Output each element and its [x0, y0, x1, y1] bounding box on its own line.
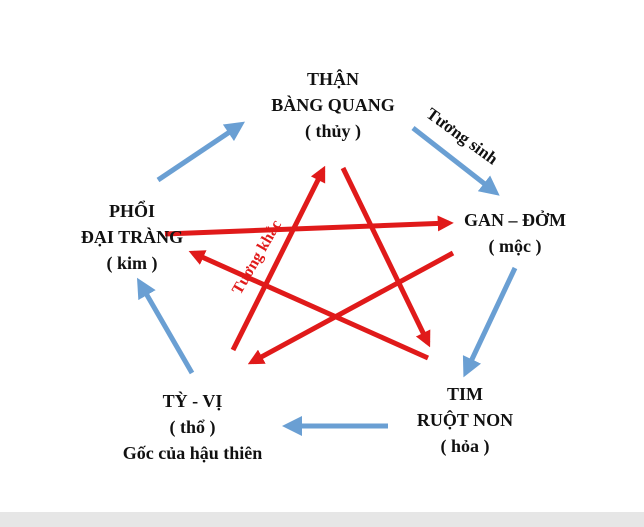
node-kim-line1: PHỔI [108, 201, 155, 221]
node-tho-line2: ( thổ ) [169, 417, 216, 437]
sinh-arrow-kim-thuy [156, 121, 245, 183]
bottom-bar [0, 512, 644, 527]
node-hoa: TIM RUỘT NON ( hỏa ) [395, 381, 535, 459]
node-thuy-line1: THẬN [306, 69, 359, 89]
node-kim-line3: ( kim ) [106, 253, 158, 273]
node-moc-line1: GAN – ĐỞM [464, 210, 566, 230]
sinh-arrow-moc-hoa [462, 266, 518, 378]
node-moc: GAN – ĐỞM ( mộc ) [450, 207, 580, 259]
node-thuy-line2: BÀNG QUANG [271, 95, 395, 115]
node-hoa-line3: ( hỏa ) [440, 436, 490, 456]
khac-arrow-kim-moc [164, 215, 454, 237]
node-tho-line1: TỲ - VỊ [162, 391, 223, 411]
node-kim-line2: ĐẠI TRÀNG [80, 227, 184, 247]
khac-arrow-thuy-hoa [340, 166, 431, 348]
khac-arrow-moc-tho [247, 250, 455, 365]
node-thuy: THẬN BÀNG QUANG ( thủy ) [253, 66, 413, 144]
node-hoa-line2: RUỘT NON [416, 410, 514, 430]
khac-arrow-hoa-kim [188, 250, 430, 361]
sinh-arrow-thuy-moc [411, 126, 500, 196]
node-tho-line3: Gốc của hậu thiên [122, 443, 263, 463]
node-thuy-line3: ( thủy ) [304, 121, 361, 141]
node-hoa-line1: TIM [447, 384, 483, 404]
node-moc-line2: ( mộc ) [488, 236, 542, 256]
node-kim: PHỔI ĐẠI TRÀNG ( kim ) [62, 198, 202, 276]
sinh-arrow-tho-kim [136, 277, 195, 375]
node-tho: TỲ - VỊ ( thổ ) Gốc của hậu thiên [100, 388, 285, 466]
khac-arrow-tho-thuy [230, 165, 326, 352]
